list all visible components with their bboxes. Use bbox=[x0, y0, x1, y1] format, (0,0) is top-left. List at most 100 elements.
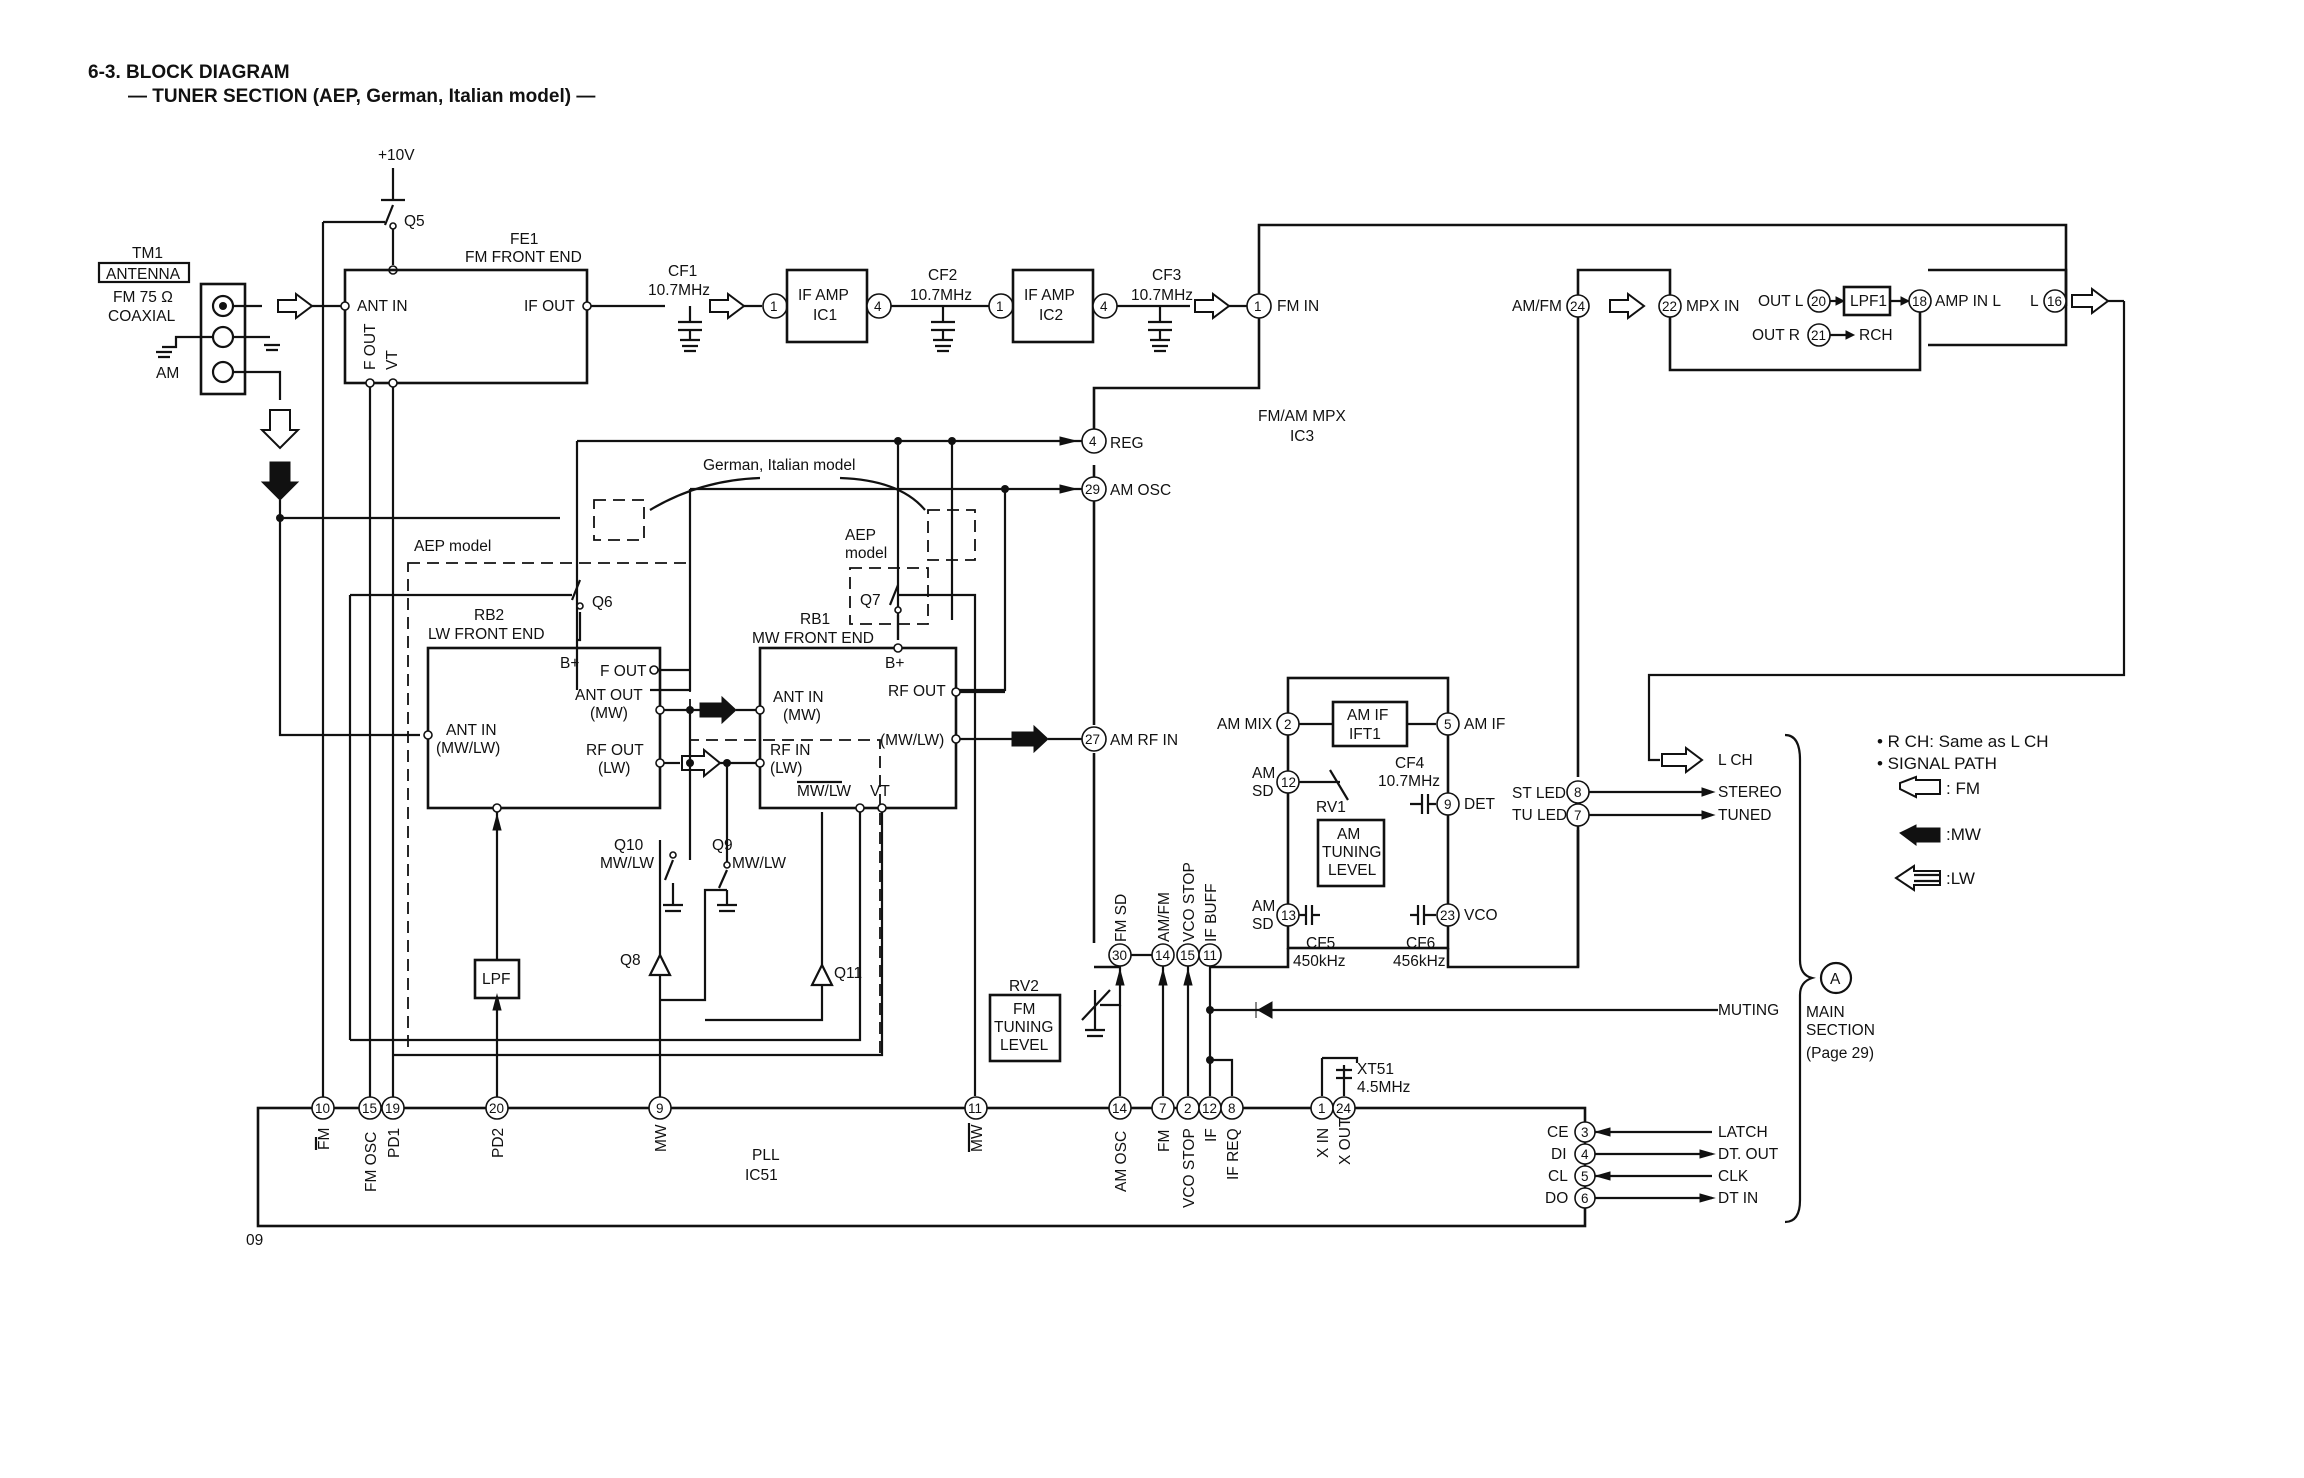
cf5-label: CF5 bbox=[1306, 935, 1335, 952]
svg-text:5: 5 bbox=[1444, 717, 1452, 732]
ic2-name: IF AMP bbox=[1024, 287, 1075, 304]
pll-name: PLL bbox=[752, 1147, 780, 1164]
svg-text:15: 15 bbox=[1180, 948, 1195, 963]
rch-label: RCH bbox=[1859, 327, 1893, 344]
antenna-fm-label: FM 75 Ω bbox=[113, 289, 173, 306]
muting-output: MUTING bbox=[1718, 1002, 1779, 1019]
svg-text:14: 14 bbox=[1112, 1101, 1128, 1116]
plus10v-label: +10V bbox=[378, 147, 415, 164]
rb2-f-out: F OUT bbox=[600, 663, 647, 680]
svg-text:4: 4 bbox=[1100, 299, 1108, 314]
svg-text:TUNING: TUNING bbox=[1322, 844, 1381, 861]
q7-label: Q7 bbox=[860, 592, 881, 609]
svg-text:X IN: X IN bbox=[1315, 1128, 1332, 1158]
amp-in-l-label: AMP IN L bbox=[1935, 293, 2001, 310]
antenna-label: ANTENNA bbox=[106, 266, 181, 283]
svg-text:19: 19 bbox=[385, 1101, 400, 1116]
antenna-coaxial-label: COAXIAL bbox=[108, 308, 176, 325]
rb2-ant-out: ANT OUT bbox=[575, 687, 643, 704]
pll-ic51 bbox=[256, 1106, 1587, 1228]
am-jack bbox=[211, 360, 235, 384]
q6-label: Q6 bbox=[592, 594, 613, 611]
cf3-label: CF3 bbox=[1152, 267, 1181, 284]
rb1-ant-in: ANT IN bbox=[773, 689, 824, 706]
vco-label: VCO bbox=[1464, 907, 1498, 924]
fe1-ant-in: ANT IN bbox=[357, 298, 408, 315]
cf1-label: CF1 bbox=[668, 263, 697, 280]
l-label: L bbox=[2030, 293, 2039, 310]
rb1-ref: RB1 bbox=[800, 611, 830, 628]
fm-signal-arrow bbox=[277, 292, 314, 320]
q9-sub: MW/LW bbox=[732, 855, 786, 872]
aep-model-label: AEP model bbox=[414, 538, 491, 555]
svg-text:1: 1 bbox=[996, 299, 1004, 314]
rb2-rf-out: RF OUT bbox=[586, 742, 644, 759]
out-l-label: OUT L bbox=[1758, 293, 1804, 310]
rb2-rf-out-lw: (LW) bbox=[598, 760, 630, 777]
svg-text:SD: SD bbox=[1252, 783, 1274, 800]
rb2-ant-in-mwlw: (MW/LW) bbox=[436, 740, 500, 757]
rb1-ant-in-mw: (MW) bbox=[783, 707, 821, 724]
svg-text:14: 14 bbox=[1155, 948, 1171, 963]
amfm-v-label: AM/FM bbox=[1156, 892, 1173, 942]
ic3-am-osc: AM OSC bbox=[1110, 482, 1171, 499]
page-code: 09 bbox=[246, 1232, 263, 1249]
pll-di: DI bbox=[1551, 1146, 1567, 1163]
svg-text:15: 15 bbox=[362, 1101, 377, 1116]
ic3-outline-top bbox=[1257, 223, 2068, 306]
rb2-lw-front-end bbox=[426, 646, 662, 810]
fe1-fm-front-end bbox=[343, 268, 589, 385]
svg-text:TUNING: TUNING bbox=[994, 1019, 1053, 1036]
cf1-freq: 10.7MHz bbox=[648, 282, 710, 299]
aep-model-label-2: model bbox=[845, 545, 887, 562]
fe1-name: FM FRONT END bbox=[465, 249, 582, 266]
rb1-name: MW FRONT END bbox=[752, 630, 874, 647]
svg-text:MW: MW bbox=[969, 1124, 986, 1152]
main-section-brace bbox=[1784, 733, 1816, 1224]
q10-sub: MW/LW bbox=[600, 855, 654, 872]
main-section-marker bbox=[1819, 961, 1853, 995]
legend-rch: • R CH: Same as L CH bbox=[1877, 732, 2049, 751]
legend-lw-arrow-icon bbox=[1894, 864, 1941, 892]
legend-mw: :MW bbox=[1946, 825, 1981, 844]
cf3-freq: 10.7MHz bbox=[1131, 287, 1193, 304]
svg-text:PD2: PD2 bbox=[490, 1128, 507, 1158]
aep-label: AEP bbox=[845, 527, 876, 544]
antenna-am-label: AM bbox=[156, 365, 179, 382]
cf2-label: CF2 bbox=[928, 267, 957, 284]
svg-text:12: 12 bbox=[1202, 1101, 1217, 1116]
svg-text:IFT1: IFT1 bbox=[1349, 726, 1381, 743]
svg-text:FM: FM bbox=[1156, 1130, 1173, 1152]
tu-led-label: TU LED bbox=[1512, 807, 1567, 824]
svg-text:27: 27 bbox=[1085, 732, 1100, 747]
pll-ce: CE bbox=[1547, 1124, 1569, 1141]
diagram-subheading: — TUNER SECTION (AEP, German, Italian mo… bbox=[128, 86, 595, 107]
svg-text:SECTION: SECTION bbox=[1806, 1022, 1875, 1039]
lpf-label: LPF bbox=[482, 971, 510, 988]
svg-text:22: 22 bbox=[1662, 299, 1677, 314]
rb2-ant-in: ANT IN bbox=[446, 722, 497, 739]
antenna-label-box bbox=[97, 261, 191, 284]
svg-text:2: 2 bbox=[1284, 717, 1292, 732]
q8-label: Q8 bbox=[620, 952, 641, 969]
legend-fm: : FM bbox=[1946, 779, 1980, 798]
svg-text:13: 13 bbox=[1281, 908, 1296, 923]
svg-text:IF: IF bbox=[1203, 1128, 1220, 1142]
svg-text:10: 10 bbox=[315, 1101, 330, 1116]
cf5-freq: 450kHz bbox=[1293, 953, 1346, 970]
lw-signal-arrow bbox=[259, 409, 301, 450]
rb2-name: LW FRONT END bbox=[428, 626, 545, 643]
if-buff-label: IF BUFF bbox=[1203, 883, 1220, 942]
lpf1-label: LPF1 bbox=[1850, 293, 1887, 310]
cf4-label: CF4 bbox=[1395, 755, 1425, 772]
rv2-label: RV2 bbox=[1009, 978, 1039, 995]
svg-text:9: 9 bbox=[656, 1101, 664, 1116]
pll-do: DO bbox=[1545, 1190, 1568, 1207]
fm-sd-label: FM SD bbox=[1113, 894, 1130, 942]
rv1-label: RV1 bbox=[1316, 799, 1346, 816]
svg-text:FM OSC: FM OSC bbox=[363, 1132, 380, 1192]
ground-symbol-2 bbox=[233, 335, 280, 352]
ic1-if-amp bbox=[785, 268, 869, 344]
svg-text:FM: FM bbox=[316, 1128, 333, 1150]
st-led-label: ST LED bbox=[1512, 785, 1566, 802]
